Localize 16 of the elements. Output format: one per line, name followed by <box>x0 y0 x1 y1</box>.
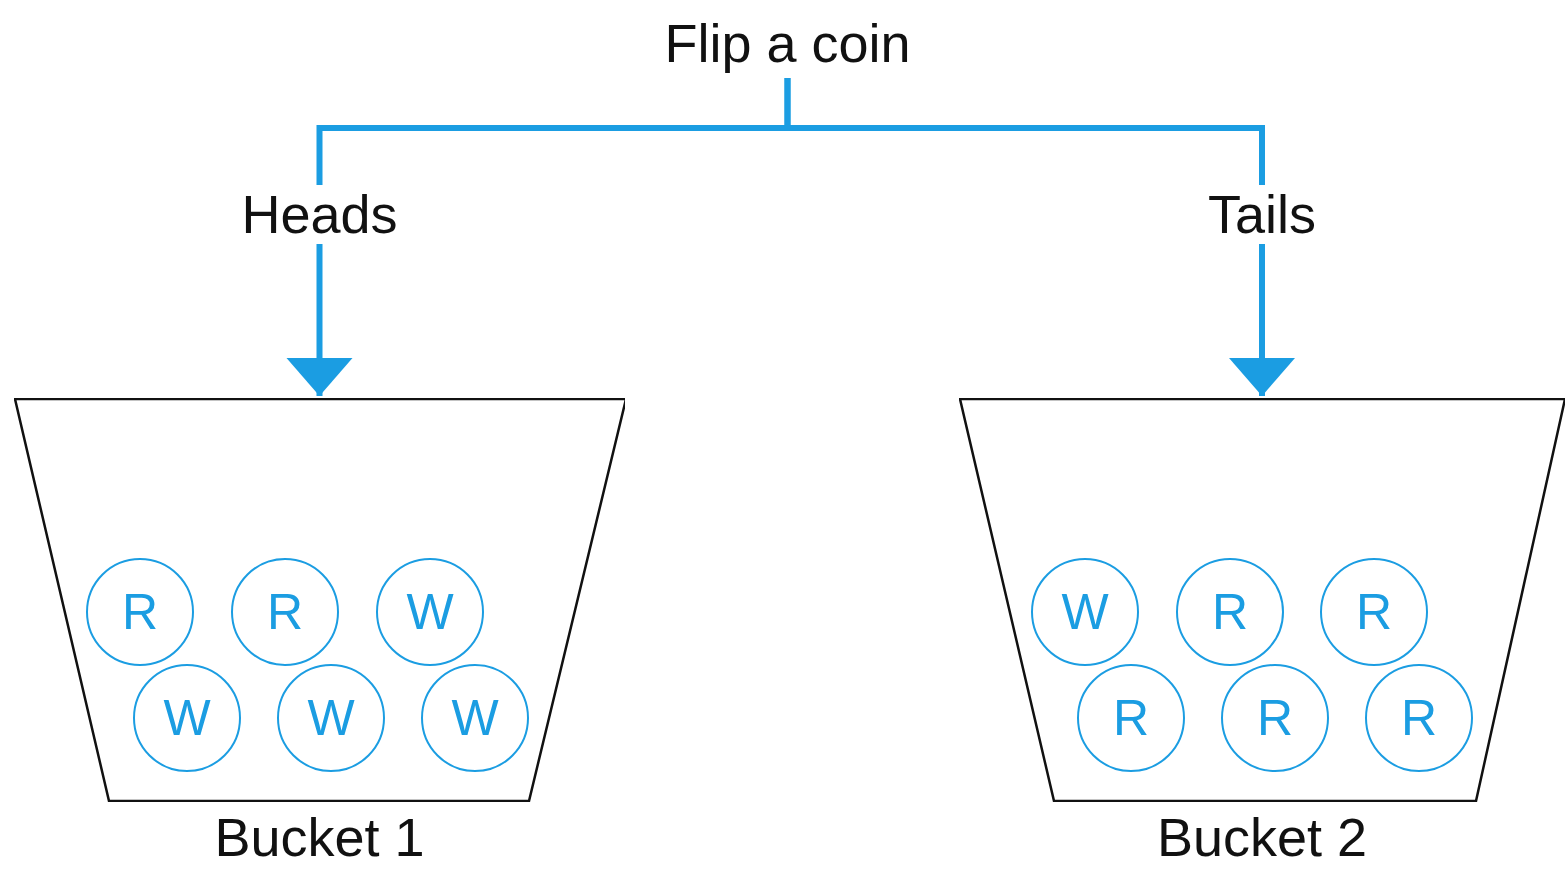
ball: R <box>86 558 194 666</box>
ball: R <box>1221 664 1329 772</box>
ball: R <box>1365 664 1473 772</box>
arrow <box>784 78 1295 396</box>
bucket-label: Bucket 1 <box>214 806 425 868</box>
title-text: Flip a coin <box>630 12 945 74</box>
ball: W <box>133 664 241 772</box>
ball: W <box>1031 558 1139 666</box>
bucket-label: Bucket 2 <box>1156 806 1368 868</box>
ball: R <box>231 558 339 666</box>
ball: R <box>1077 664 1185 772</box>
ball: W <box>277 664 385 772</box>
ball: W <box>421 664 529 772</box>
ball: W <box>376 558 484 666</box>
ball: R <box>1176 558 1284 666</box>
ball: R <box>1320 558 1428 666</box>
